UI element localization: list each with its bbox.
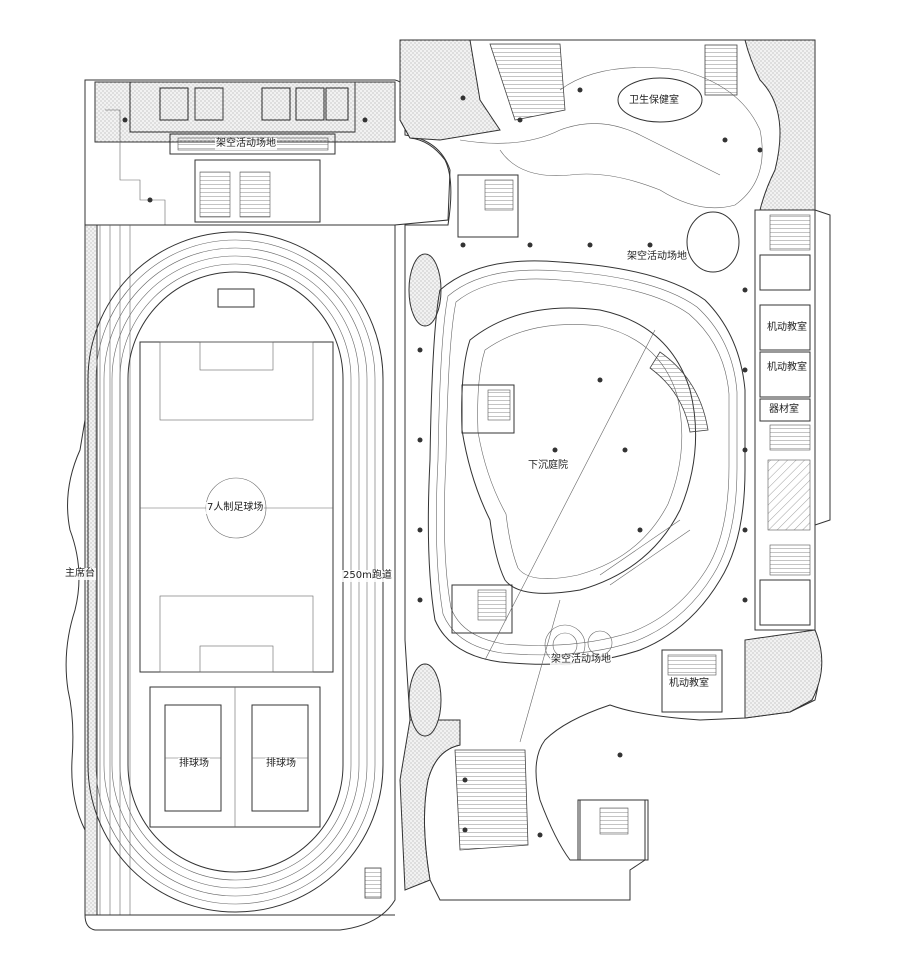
east-classroom-wing xyxy=(754,209,816,631)
toilet-block-3 xyxy=(261,87,291,121)
health-room xyxy=(617,77,703,123)
north-curve-2 xyxy=(459,123,721,176)
stand-stair-2 xyxy=(239,171,271,218)
sunken-courtyard xyxy=(461,307,697,594)
stair-core-south-steps xyxy=(477,589,507,621)
label-health-room: 卫生保健室 xyxy=(628,95,680,107)
label-volleyball-2: 排球场 xyxy=(265,758,297,770)
south-east-classroom-inner xyxy=(667,654,717,676)
north-paving-east xyxy=(399,39,501,141)
label-canopy-top-left: 架空活动场地 xyxy=(215,138,277,150)
west-site-boundary xyxy=(65,79,451,931)
label-classroom-3: 机动教室 xyxy=(668,678,710,690)
south-activity-circle-2 xyxy=(587,630,613,656)
sunken-courtyard-inner xyxy=(477,324,683,579)
structural-columns xyxy=(122,87,763,838)
toilet-block xyxy=(159,87,189,121)
east-perimeter-paving xyxy=(744,39,816,211)
stand-stair xyxy=(199,171,231,218)
canopy-activity-strip xyxy=(169,133,336,155)
nw-path xyxy=(105,109,166,225)
south-paving xyxy=(399,719,461,891)
courtyard-amphitheater xyxy=(649,351,709,433)
north-paving xyxy=(94,81,396,143)
volleyball-courts xyxy=(149,686,321,828)
north-stair xyxy=(489,43,566,121)
label-classroom-1: 机动教室 xyxy=(766,322,808,334)
south-east-paving xyxy=(744,629,823,719)
north-courtyard-curve xyxy=(499,67,763,209)
north-east-stair xyxy=(704,44,738,96)
label-classroom-2: 机动教室 xyxy=(766,362,808,374)
label-canopy-east: 架空活动场地 xyxy=(626,251,688,263)
stair-core-south xyxy=(451,584,513,634)
label-main-stand: 主席台 xyxy=(64,568,96,580)
label-track: 250m跑道 xyxy=(342,570,393,582)
south-east-pavilion-stair xyxy=(599,807,629,835)
stair-core-center xyxy=(461,384,515,434)
stair-core-north xyxy=(457,174,519,238)
label-volleyball-1: 排球场 xyxy=(178,758,210,770)
south-east-pavilion xyxy=(577,799,649,861)
label-football-field: 7人制足球场 xyxy=(206,502,265,514)
east-ramp-2 xyxy=(609,529,691,586)
east-ramp xyxy=(599,519,681,576)
north-stand-building xyxy=(129,81,356,133)
south-east-classroom xyxy=(661,649,723,713)
diagonal-axis xyxy=(484,329,656,661)
east-building-outline xyxy=(399,39,831,901)
south-island xyxy=(408,663,442,737)
toilet-block-4 xyxy=(295,87,325,121)
label-equipment-room: 器材室 xyxy=(768,404,800,416)
football-field xyxy=(139,288,334,673)
stair-core-center-steps xyxy=(487,389,511,421)
toilet-block-5 xyxy=(325,87,349,121)
inner-oval-path xyxy=(427,260,746,665)
stand-stair-block xyxy=(194,159,321,223)
south-stair xyxy=(454,749,529,851)
toilet-block-2 xyxy=(194,87,224,121)
west-island xyxy=(408,253,442,327)
label-canopy-south: 架空活动场地 xyxy=(550,654,612,666)
stair-core-north-steps xyxy=(484,179,514,211)
south-axis xyxy=(519,599,561,743)
south-west-stair xyxy=(364,867,382,899)
east-island xyxy=(686,211,740,273)
label-sunken-courtyard: 下沉庭院 xyxy=(527,460,569,472)
